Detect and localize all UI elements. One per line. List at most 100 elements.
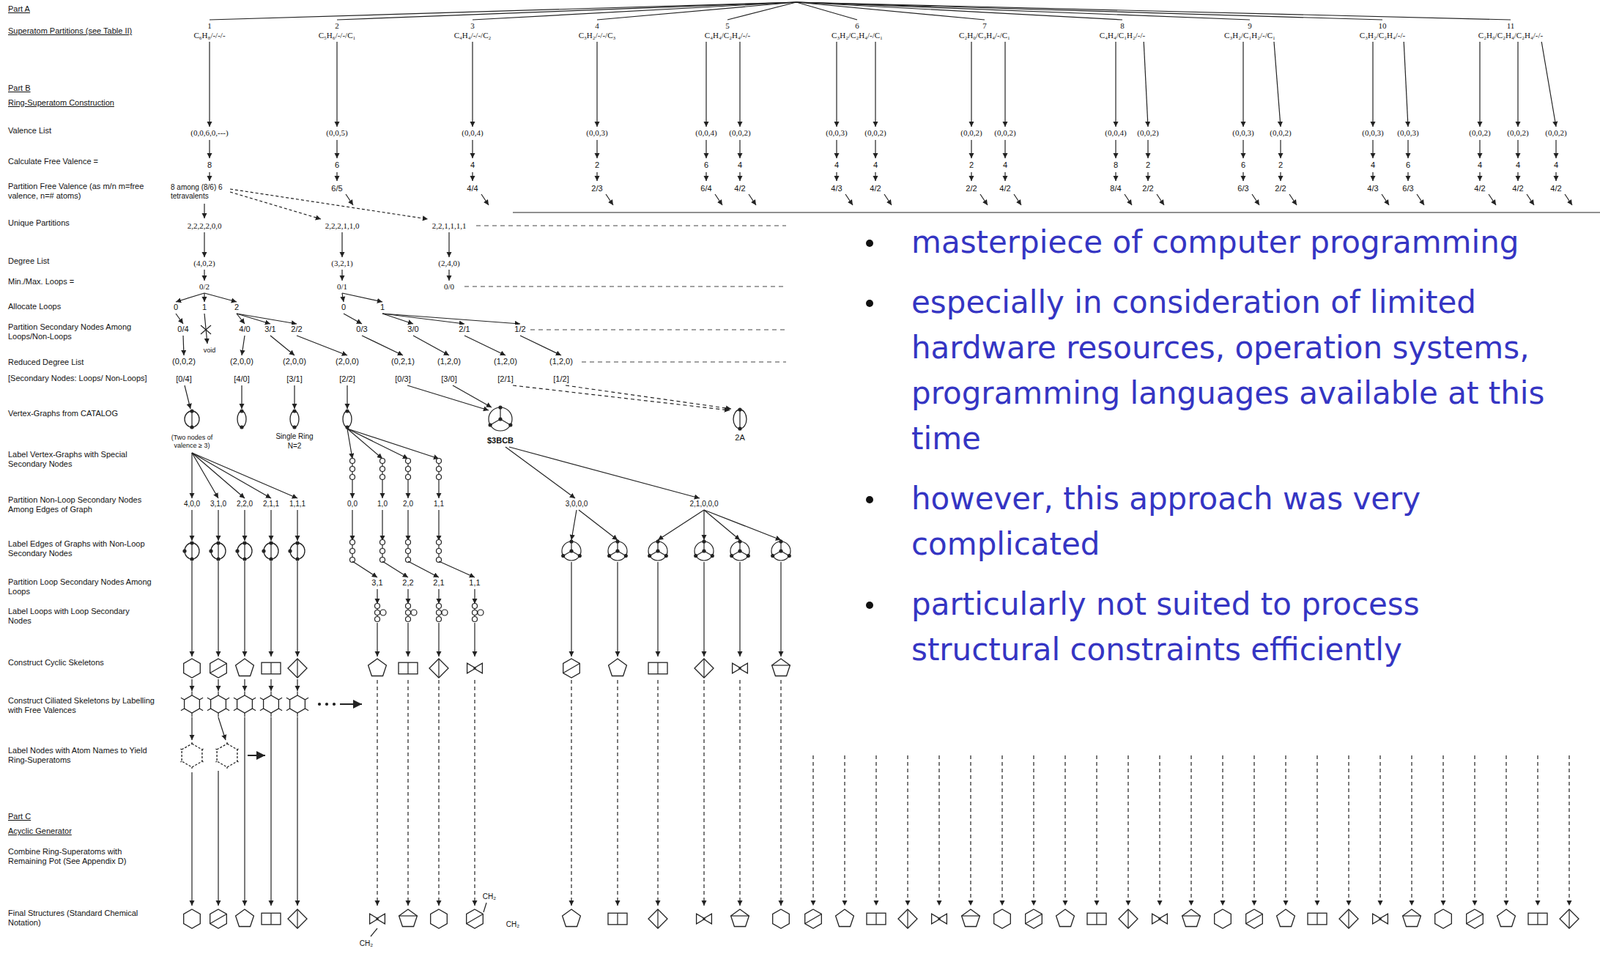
flow-arrow [191, 452, 298, 499]
bullet-dot [865, 299, 874, 307]
partition-number: 10 [1359, 21, 1406, 31]
node-text: (0,0,2) [994, 128, 1016, 138]
valence-list: (0,0,2) [1268, 127, 1293, 139]
ring-structure [772, 658, 791, 677]
flow-connector [341, 269, 343, 281]
node-text: 0/1 [336, 282, 348, 292]
tree-line [336, 2, 797, 20]
partition-number: 5 [704, 21, 751, 31]
free-valence-stub [214, 761, 217, 763]
ring-structure [563, 658, 581, 678]
flow-arrow [217, 770, 219, 906]
free-valence-stub [191, 691, 192, 696]
row-label: Part C [7, 811, 156, 822]
loop-range: 0/2 [197, 281, 211, 293]
free-valence-stub [199, 708, 203, 711]
flow-arrow [381, 479, 383, 499]
flow-arrow [296, 561, 298, 657]
flow-connector [596, 41, 598, 127]
node-text: (0,0,2) [728, 128, 751, 138]
edge-partition: 3,0,0,0 [564, 499, 590, 509]
flow-arrow [938, 755, 940, 906]
graph-vertex [216, 557, 220, 561]
flow-arrow [452, 385, 492, 408]
graph-vertex [488, 423, 492, 427]
bond-line [270, 662, 272, 674]
bracket-line [512, 211, 1600, 213]
free-valence-stub [286, 697, 291, 700]
ring-structure [1025, 909, 1043, 929]
flow-arrow [703, 509, 705, 540]
free-valence-stub [237, 747, 240, 750]
graph-vertex [746, 554, 750, 558]
flow-arrow [1124, 194, 1132, 206]
graph-note: N=2 [287, 441, 303, 451]
flow-arrow [1536, 755, 1538, 906]
bond-line [961, 915, 981, 916]
edge-partition: 0,0 [346, 499, 359, 509]
partition-label: 6/3 [1236, 183, 1250, 194]
free-valence-stub [243, 691, 245, 696]
flow-arrow [230, 189, 428, 220]
loop-partition: 3/0 [406, 324, 420, 335]
bullet-text: masterpiece of computer programming [911, 224, 1519, 261]
flow-arrow [657, 509, 705, 540]
graph-vertex [345, 409, 349, 413]
tree-line [727, 2, 797, 20]
bond-line [703, 658, 705, 678]
row-label: Construct Cyclic Skeletons [7, 657, 156, 668]
bond-line [616, 912, 618, 925]
free-valence-stub [199, 697, 203, 700]
graph-vertex [509, 423, 513, 427]
graph-vertex [293, 409, 296, 413]
valence-list: (0,0,3) [1360, 127, 1385, 139]
loop-partition: 1,1 [468, 578, 481, 588]
node-text: (0,0,5) [326, 128, 348, 138]
ring-structure [1528, 912, 1548, 925]
loop-count: 1 [201, 302, 208, 313]
free-valence: 4 [469, 160, 476, 170]
flow-connector [1372, 41, 1373, 127]
row-label: Allocate Loops [7, 301, 156, 312]
flow-arrow [473, 589, 475, 604]
free-valence: 6 [334, 160, 340, 170]
flow-arrow [183, 335, 184, 356]
valence-list: (0,0,2) [1505, 127, 1530, 139]
partition-number: 2 [318, 21, 357, 31]
graph-vertex [375, 610, 381, 616]
bond-line [1127, 909, 1129, 929]
graph-vertex [738, 539, 742, 543]
flow-connector [448, 269, 450, 281]
free-valence: 2 [1277, 160, 1284, 170]
void-cross [200, 325, 211, 335]
flow-arrow [376, 679, 378, 906]
graph-vertex [779, 549, 783, 553]
free-valence-stub [243, 712, 245, 717]
bond-line [563, 663, 581, 674]
node-text: (2,4,0) [438, 258, 460, 269]
graph-vertex [405, 466, 411, 472]
ring-structure [1087, 912, 1107, 925]
flow-arrow [1284, 755, 1286, 906]
flow-arrow [705, 172, 707, 181]
free-valence-stub [270, 691, 272, 696]
partition-label: 2/3 [590, 183, 603, 194]
graph-vertex [269, 557, 273, 561]
partition-node: 5C₄H₄/C₂H₄/-/- [703, 20, 752, 42]
ring-structure [1158, 913, 1168, 924]
graph-vertex [702, 539, 706, 543]
graph-vertex [350, 458, 356, 464]
graph-vertex [380, 539, 386, 546]
flow-arrow [191, 717, 192, 740]
node-text: C₅H₆/-/-/C₁ [318, 30, 357, 41]
flow-arrow [408, 561, 439, 578]
free-valence-stub [207, 697, 211, 700]
bond-line [438, 658, 439, 678]
partition-number: 6 [831, 21, 883, 31]
ring-structure [235, 909, 255, 927]
graph-vertex [472, 603, 478, 609]
graph-vertex [216, 541, 220, 545]
valence-list: (0,0,4) [1103, 127, 1128, 139]
loop-partition: 2/2 [290, 324, 303, 335]
